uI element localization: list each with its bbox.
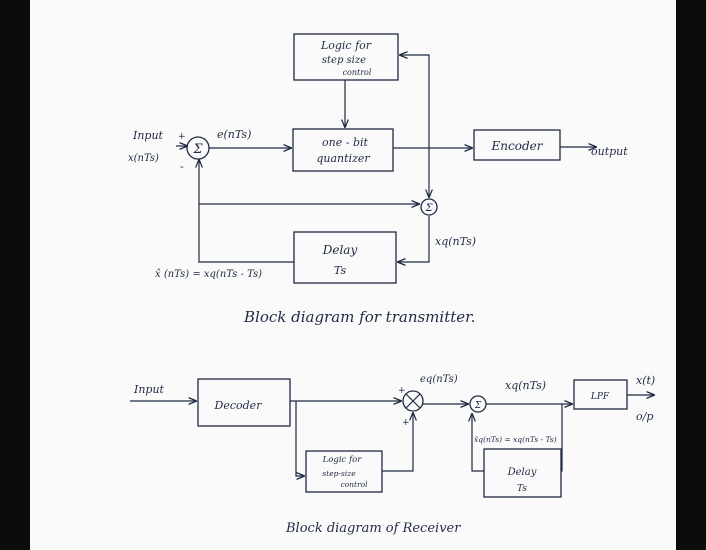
rx-logic-line2: step-size	[322, 469, 356, 478]
tx-delay-line1: Delay	[322, 243, 358, 257]
tx-encoder-box	[473, 129, 561, 161]
tx-encoder-label: Encoder	[491, 139, 544, 153]
tx-delay-box	[293, 231, 397, 284]
receiver-diagram: Decoder Logic for step-size control Σ LP…	[130, 374, 655, 536]
rx-plus-top: +	[398, 386, 406, 396]
transmitter-diagram: Logic for step size control one - bit qu…	[128, 33, 628, 326]
rx-summer-to-delay-wire	[561, 404, 563, 472]
rx-multiplier	[402, 390, 424, 412]
rx-op-label: o/p	[636, 410, 653, 423]
tx-quantizer-line1: one - bit	[322, 136, 368, 149]
tx-delay-to-summer1	[199, 160, 294, 263]
tx-plus-sign: +	[178, 132, 186, 142]
rx-logic-line3: control	[340, 480, 368, 489]
tx-quantizer-line2: quantizer	[316, 152, 370, 165]
tx-summer2-to-delay	[398, 216, 430, 262]
rx-plus-bottom: +	[402, 418, 410, 428]
tx-minus-sign: -	[180, 160, 184, 173]
rx-eq-label: eq(nTs)	[420, 374, 458, 385]
rx-logic-to-multiplier	[382, 413, 413, 472]
rx-branch-to-logic	[295, 401, 304, 476]
tx-summer-2-symbol: Σ	[424, 203, 433, 214]
rx-lpf-label: LPF	[590, 392, 610, 402]
tx-summer-1-symbol: Σ	[192, 142, 203, 157]
rx-delay-line2: Ts	[517, 484, 527, 494]
tx-logic-line1: Logic for	[320, 39, 372, 52]
tx-xq-label: xq(nTs)	[435, 235, 476, 248]
rx-xt-label: x(t)	[636, 374, 655, 387]
tx-delay-line2: Ts	[334, 264, 347, 277]
tx-logic-line3: control	[343, 68, 372, 77]
tx-logic-line2: step size	[322, 55, 366, 66]
rx-xq-label: xq(nTs)	[505, 379, 546, 392]
tx-error-label: e(nTs)	[217, 128, 251, 141]
rx-decoder-label: Decoder	[214, 399, 263, 412]
rx-multiplier-cross	[405, 393, 421, 409]
rx-feedback-label: x̂q(nTs) = xq(nTs - Ts)	[474, 435, 557, 444]
tx-feedback-to-logic	[400, 55, 430, 148]
tx-input-signal-label: x(nTs)	[128, 153, 159, 164]
tx-output-label: output	[591, 145, 628, 158]
tx-logic-box	[293, 33, 399, 81]
tx-input-label: Input	[132, 129, 164, 142]
paper-sheet	[30, 0, 676, 550]
rx-delay-line1: Delay	[507, 467, 537, 478]
rx-delay-to-summer	[472, 414, 484, 472]
rx-summer-symbol: Σ	[474, 401, 482, 411]
rx-decoder-box	[197, 378, 291, 427]
rx-logic-line1: Logic for	[322, 455, 363, 465]
tx-caption: Block diagram for transmitter.	[243, 308, 475, 326]
rx-input-label: Input	[133, 383, 165, 396]
tx-feedback-label: x̂ (nTs) = xq(nTs - Ts)	[155, 269, 262, 280]
rx-caption: Block diagram of Receiver	[285, 521, 461, 536]
tx-summer-2	[420, 198, 438, 216]
tx-quantizer-box	[292, 128, 394, 172]
rx-delay-box	[483, 448, 562, 498]
